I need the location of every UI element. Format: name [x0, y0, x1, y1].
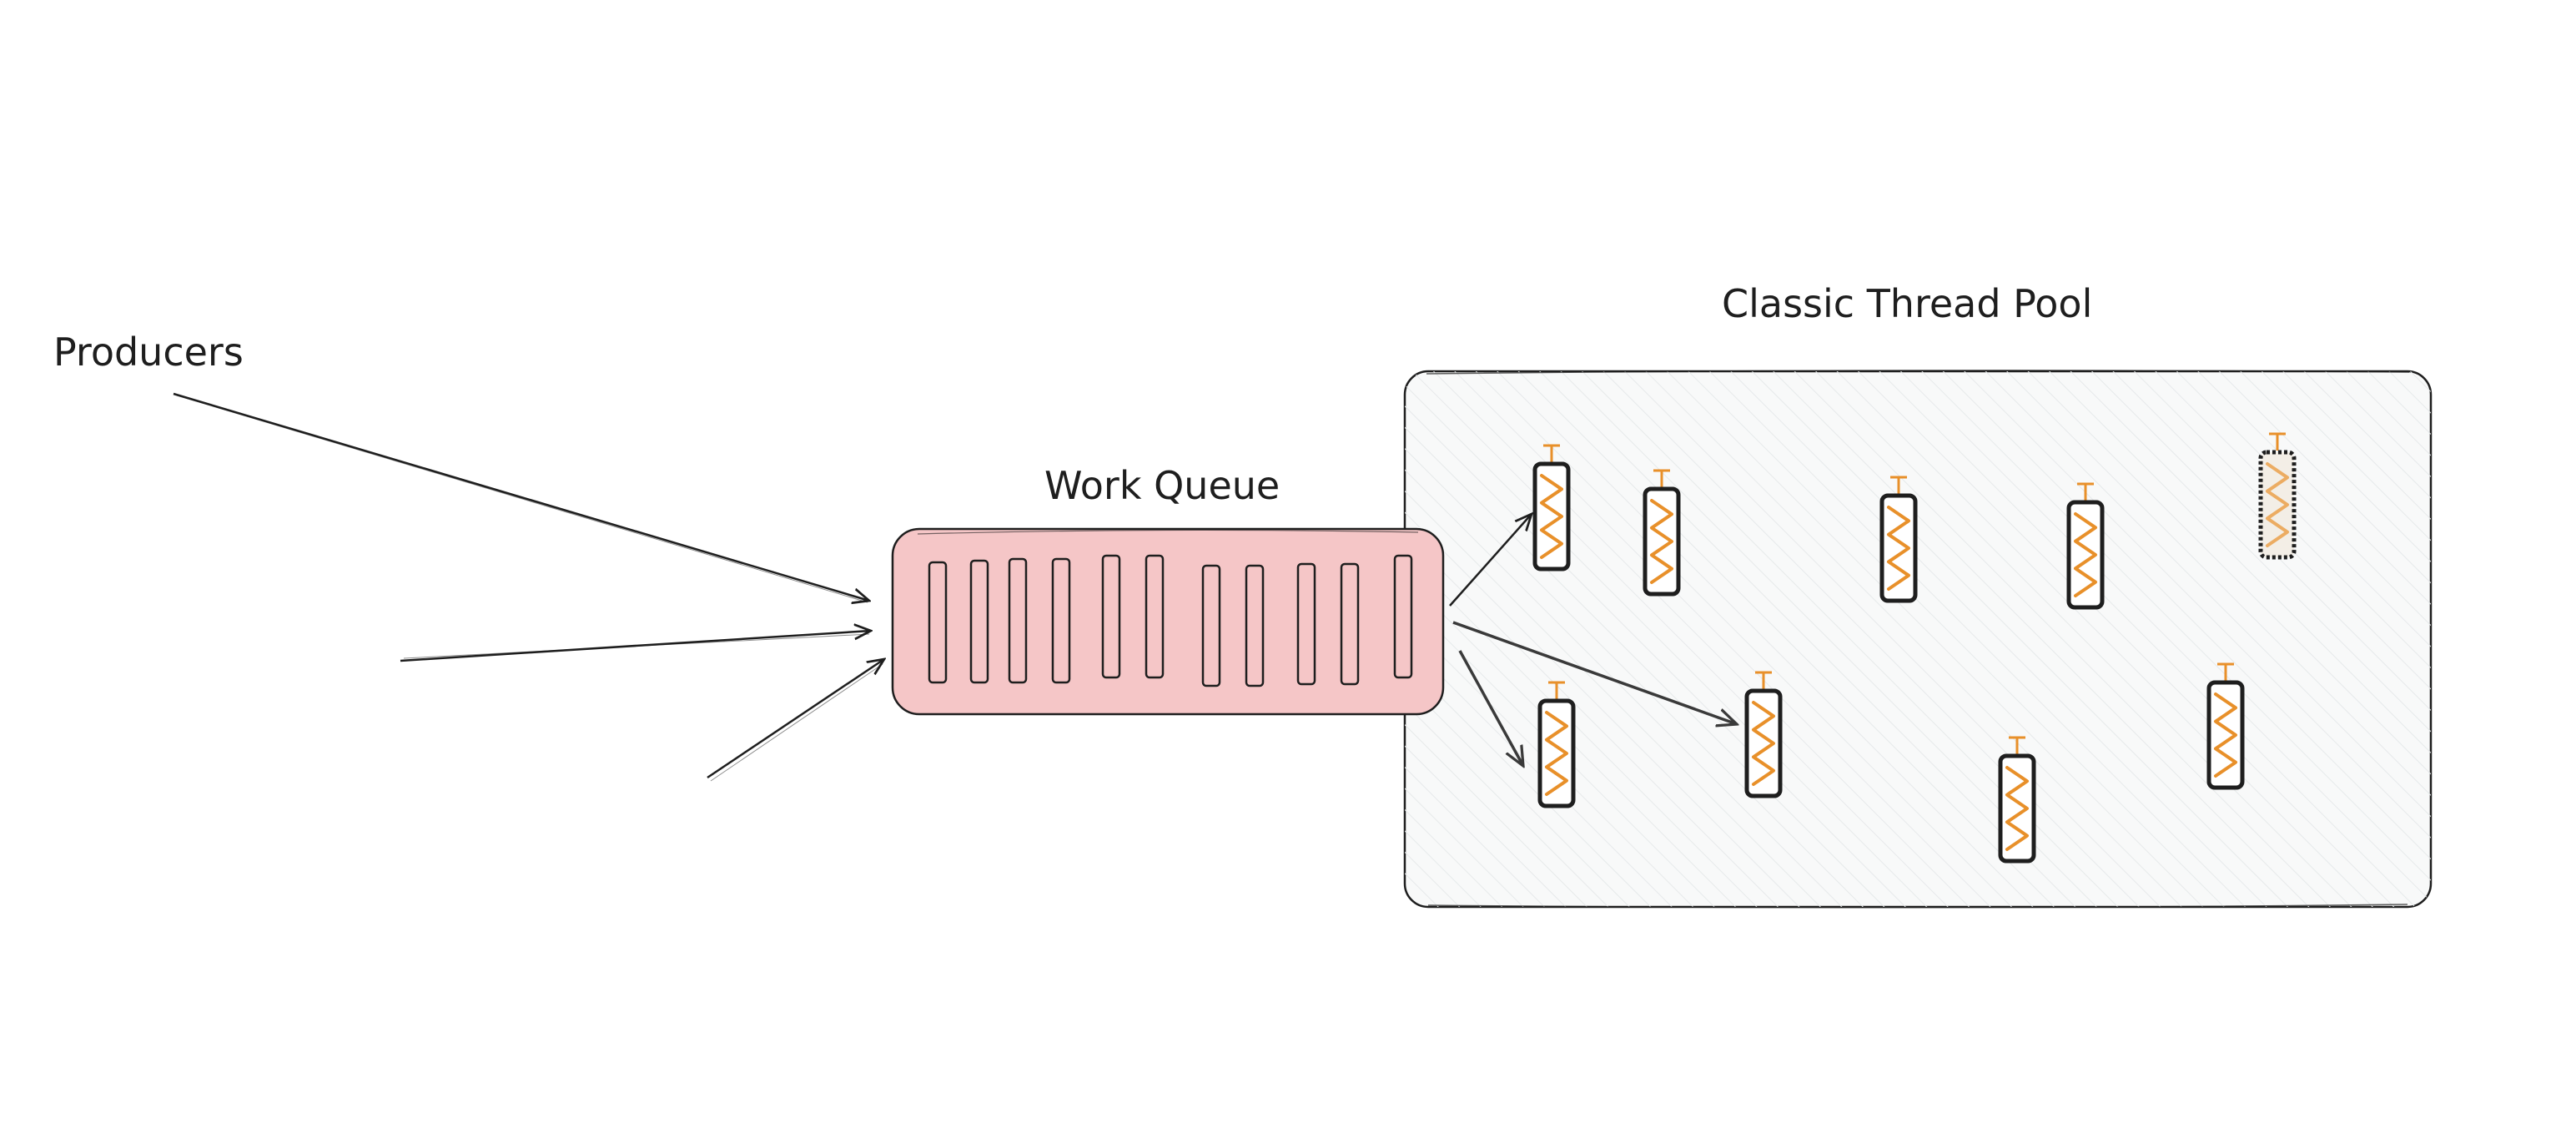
thread-worker-icon — [2258, 432, 2297, 560]
producer-arrows — [173, 392, 884, 782]
thread-worker-icon — [1643, 469, 1681, 597]
thread-pool-container — [1403, 370, 2433, 909]
queue-slot — [1101, 554, 1121, 679]
thread-worker-icon — [1537, 681, 1576, 808]
thread-pool-label: Classic Thread Pool — [1722, 281, 2092, 326]
dispatch-arrow-1 — [1449, 514, 1532, 607]
work-queue — [891, 527, 1445, 716]
queue-slots — [928, 554, 1413, 687]
producer-arrow-3 — [707, 659, 884, 779]
worker-threads — [1532, 432, 2297, 864]
dispatch-arrow-2 — [1452, 621, 1737, 724]
work-queue-label: Work Queue — [1044, 463, 1280, 508]
thread-worker-icon — [2066, 482, 2105, 610]
thread-worker-icon — [1998, 736, 2036, 864]
producer-arrow-1 — [173, 392, 869, 601]
queue-slot — [1296, 562, 1316, 686]
thread-worker-icon — [1532, 444, 1571, 572]
queue-slot — [1393, 554, 1413, 679]
queue-slot — [1245, 564, 1265, 687]
thread-worker-icon — [1879, 476, 1918, 603]
producer-arrow-2 — [400, 631, 871, 662]
dispatch-arrows — [1449, 514, 1737, 766]
queue-slot — [928, 561, 948, 684]
producers-label: Producers — [53, 330, 244, 375]
queue-slot — [969, 559, 989, 684]
queue-slot — [1008, 557, 1028, 684]
thread-worker-icon — [2206, 662, 2245, 790]
queue-slot — [1201, 564, 1221, 687]
queue-slot — [1051, 557, 1071, 684]
dispatch-arrow-3 — [1458, 650, 1523, 766]
thread-worker-icon — [1744, 671, 1783, 798]
queue-slot — [1145, 554, 1165, 679]
queue-slot — [1340, 562, 1360, 686]
